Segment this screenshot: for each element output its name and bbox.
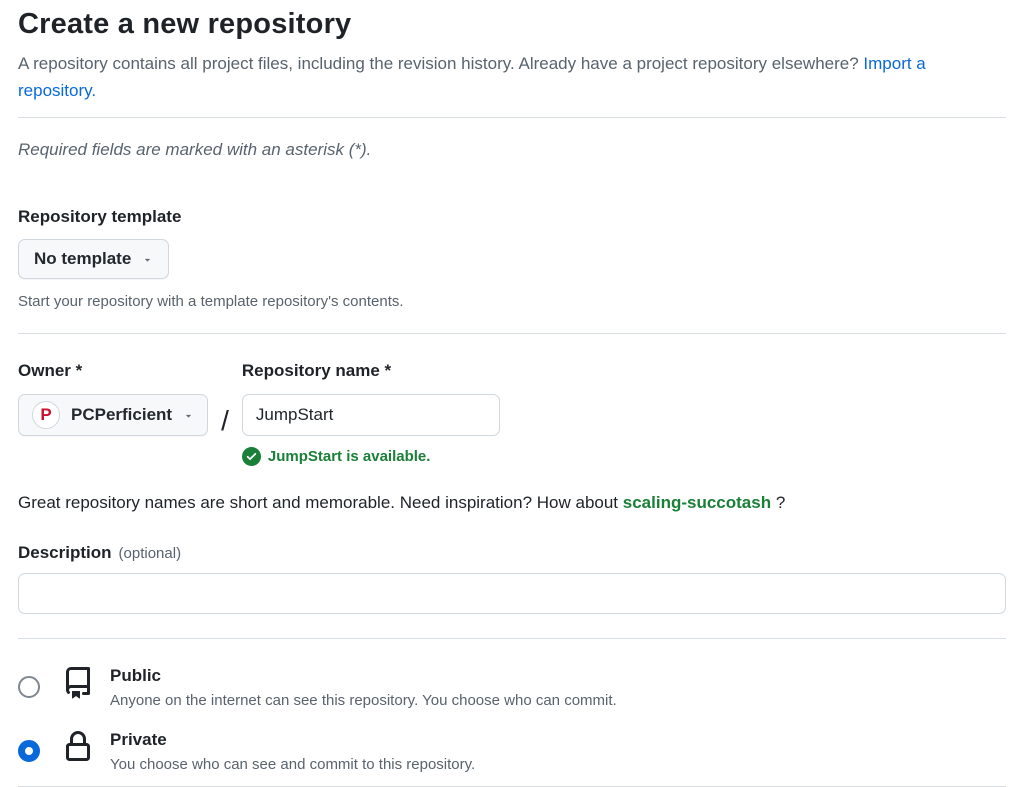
repository-name-field: Repository name * JumpStart is available… bbox=[241, 360, 500, 466]
chevron-down-icon bbox=[186, 414, 192, 417]
owner-avatar: P bbox=[32, 401, 60, 429]
repo-book-icon bbox=[66, 667, 90, 699]
public-title: Public bbox=[110, 666, 162, 685]
name-suggestion: Great repository names are short and mem… bbox=[18, 491, 1006, 515]
availability-text: JumpStart is available. bbox=[267, 448, 431, 465]
template-dropdown-button[interactable]: No template bbox=[18, 239, 170, 279]
intro-text: A repository contains all project files,… bbox=[18, 54, 859, 73]
visibility-option-public[interactable]: Public Anyone on the internet can see th… bbox=[18, 664, 1006, 711]
required-fields-note: Required fields are marked with an aster… bbox=[18, 140, 372, 159]
description-optional-caption: (optional) bbox=[118, 545, 182, 562]
page-intro: A repository contains all project files,… bbox=[18, 50, 1006, 104]
private-description: You choose who can see and commit to thi… bbox=[110, 756, 476, 773]
template-hint: Start your repository with a template re… bbox=[18, 293, 404, 310]
owner-dropdown-value: PCPerficient bbox=[71, 405, 173, 424]
import-repository-link[interactable]: Import a repository. bbox=[18, 54, 926, 100]
private-radio[interactable] bbox=[18, 740, 40, 762]
availability-message: JumpStart is available. bbox=[241, 447, 500, 466]
public-option-text: Public Anyone on the internet can see th… bbox=[110, 664, 617, 711]
divider bbox=[18, 117, 1006, 118]
lock-icon bbox=[66, 731, 90, 761]
owner-field: Owner * P PCPerficient bbox=[18, 360, 209, 436]
owner-label: Owner * bbox=[18, 361, 83, 380]
public-radio[interactable] bbox=[18, 676, 40, 698]
description-label-row: Description (optional) bbox=[18, 542, 1006, 564]
owner-repo-row: Owner * P PCPerficient / Repository name… bbox=[18, 360, 1006, 466]
repository-template-section: Repository template No template Start yo… bbox=[18, 206, 1006, 312]
suggestion-text: Great repository names are short and mem… bbox=[18, 493, 623, 512]
check-circle-icon bbox=[241, 447, 261, 466]
private-option-text: Private You choose who can see and commi… bbox=[110, 728, 475, 775]
owner-dropdown-button[interactable]: P PCPerficient bbox=[18, 394, 209, 436]
repository-name-input[interactable] bbox=[241, 394, 500, 436]
page-title: Create a new repository bbox=[18, 8, 352, 40]
repository-template-label: Repository template bbox=[18, 207, 182, 226]
template-dropdown-value: No template bbox=[34, 249, 132, 268]
suggested-name-link[interactable]: scaling-succotash bbox=[622, 493, 772, 512]
description-input[interactable] bbox=[18, 573, 1006, 614]
divider bbox=[18, 333, 1006, 334]
private-title: Private bbox=[110, 730, 167, 749]
suggestion-suffix: ? bbox=[771, 493, 786, 512]
public-description: Anyone on the internet can see this repo… bbox=[110, 692, 617, 709]
visibility-option-private[interactable]: Private You choose who can see and commi… bbox=[18, 728, 1006, 775]
chevron-down-icon bbox=[145, 258, 151, 261]
owner-repo-separator: / bbox=[221, 405, 229, 436]
divider bbox=[18, 638, 1006, 639]
description-label: Description bbox=[18, 543, 112, 562]
repository-name-label: Repository name * bbox=[241, 361, 392, 380]
